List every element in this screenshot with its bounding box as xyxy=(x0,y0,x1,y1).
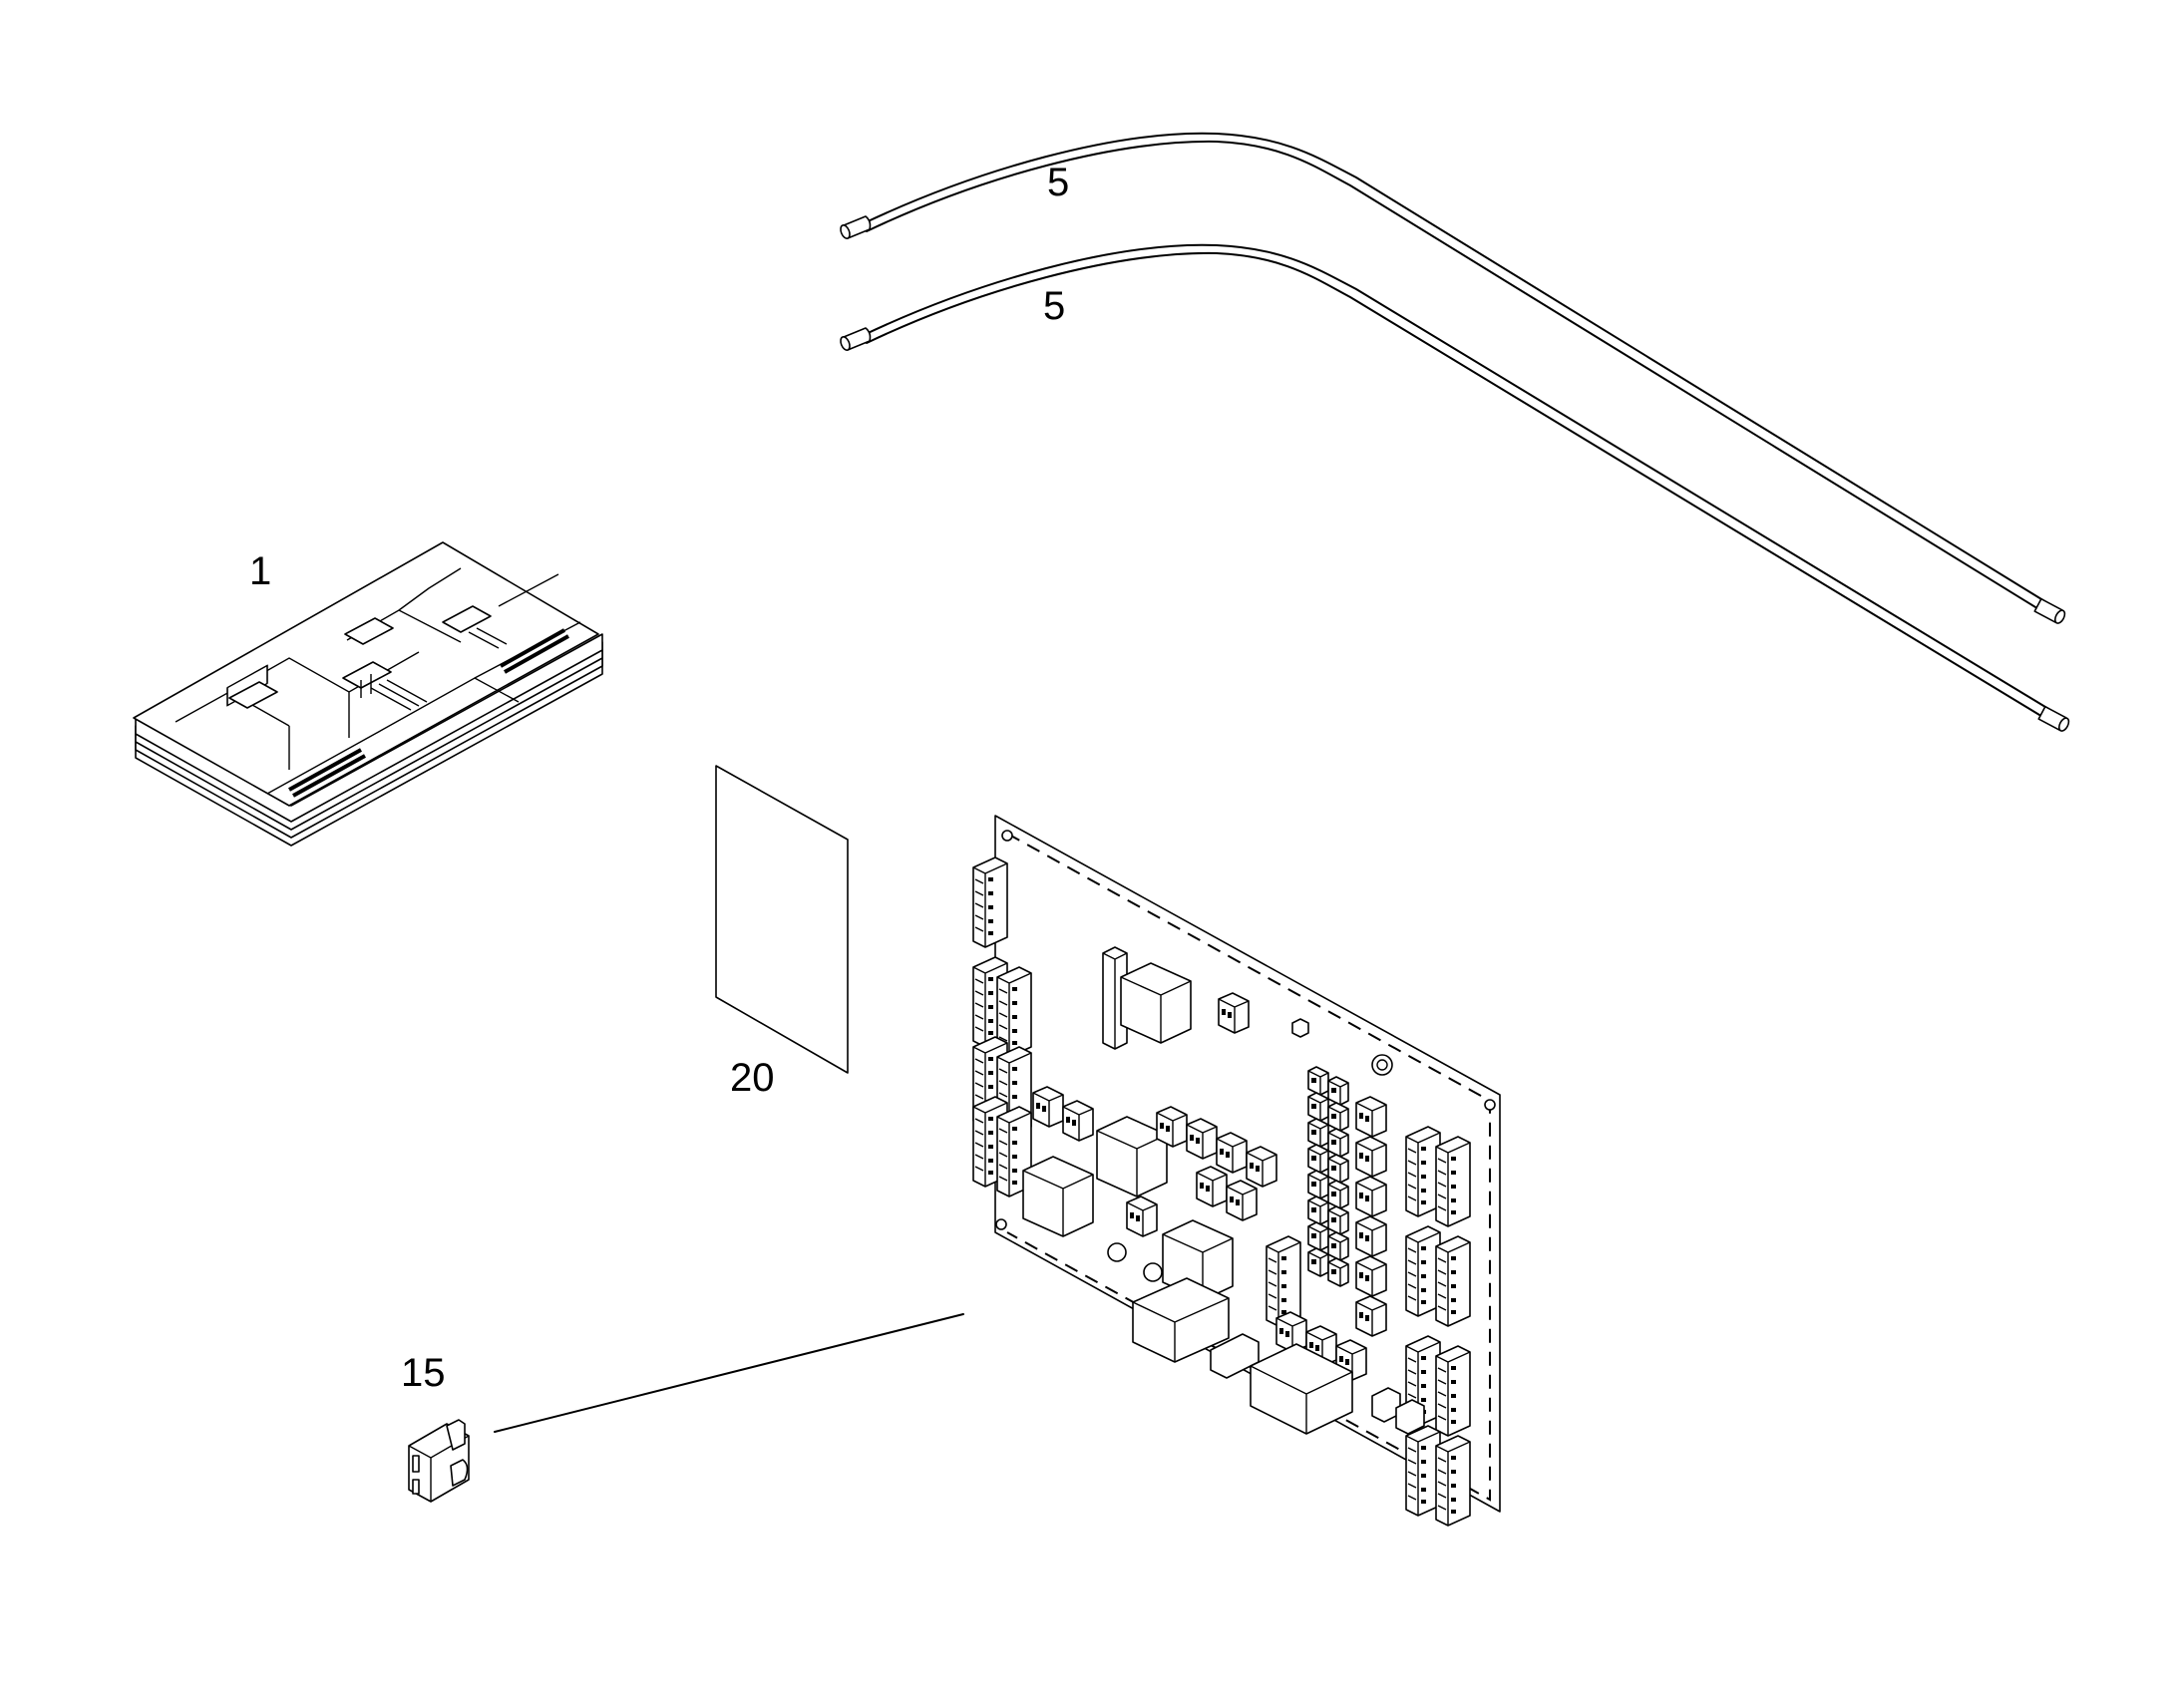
sensor-cable-upper xyxy=(838,132,2066,624)
callout-20: 20 xyxy=(730,1056,775,1100)
circuit-board xyxy=(972,815,1501,1527)
callout-5-upper: 5 xyxy=(1047,161,1069,204)
fuse-leader-line xyxy=(494,1313,964,1433)
callout-1: 1 xyxy=(249,549,271,593)
label-sheet xyxy=(715,765,849,1074)
sensor-cable-lower xyxy=(838,243,2070,732)
fuse-illustration xyxy=(408,1419,470,1503)
manual-illustration xyxy=(133,541,603,847)
callout-5-lower: 5 xyxy=(1043,284,1065,328)
callout-15: 15 xyxy=(401,1351,446,1395)
